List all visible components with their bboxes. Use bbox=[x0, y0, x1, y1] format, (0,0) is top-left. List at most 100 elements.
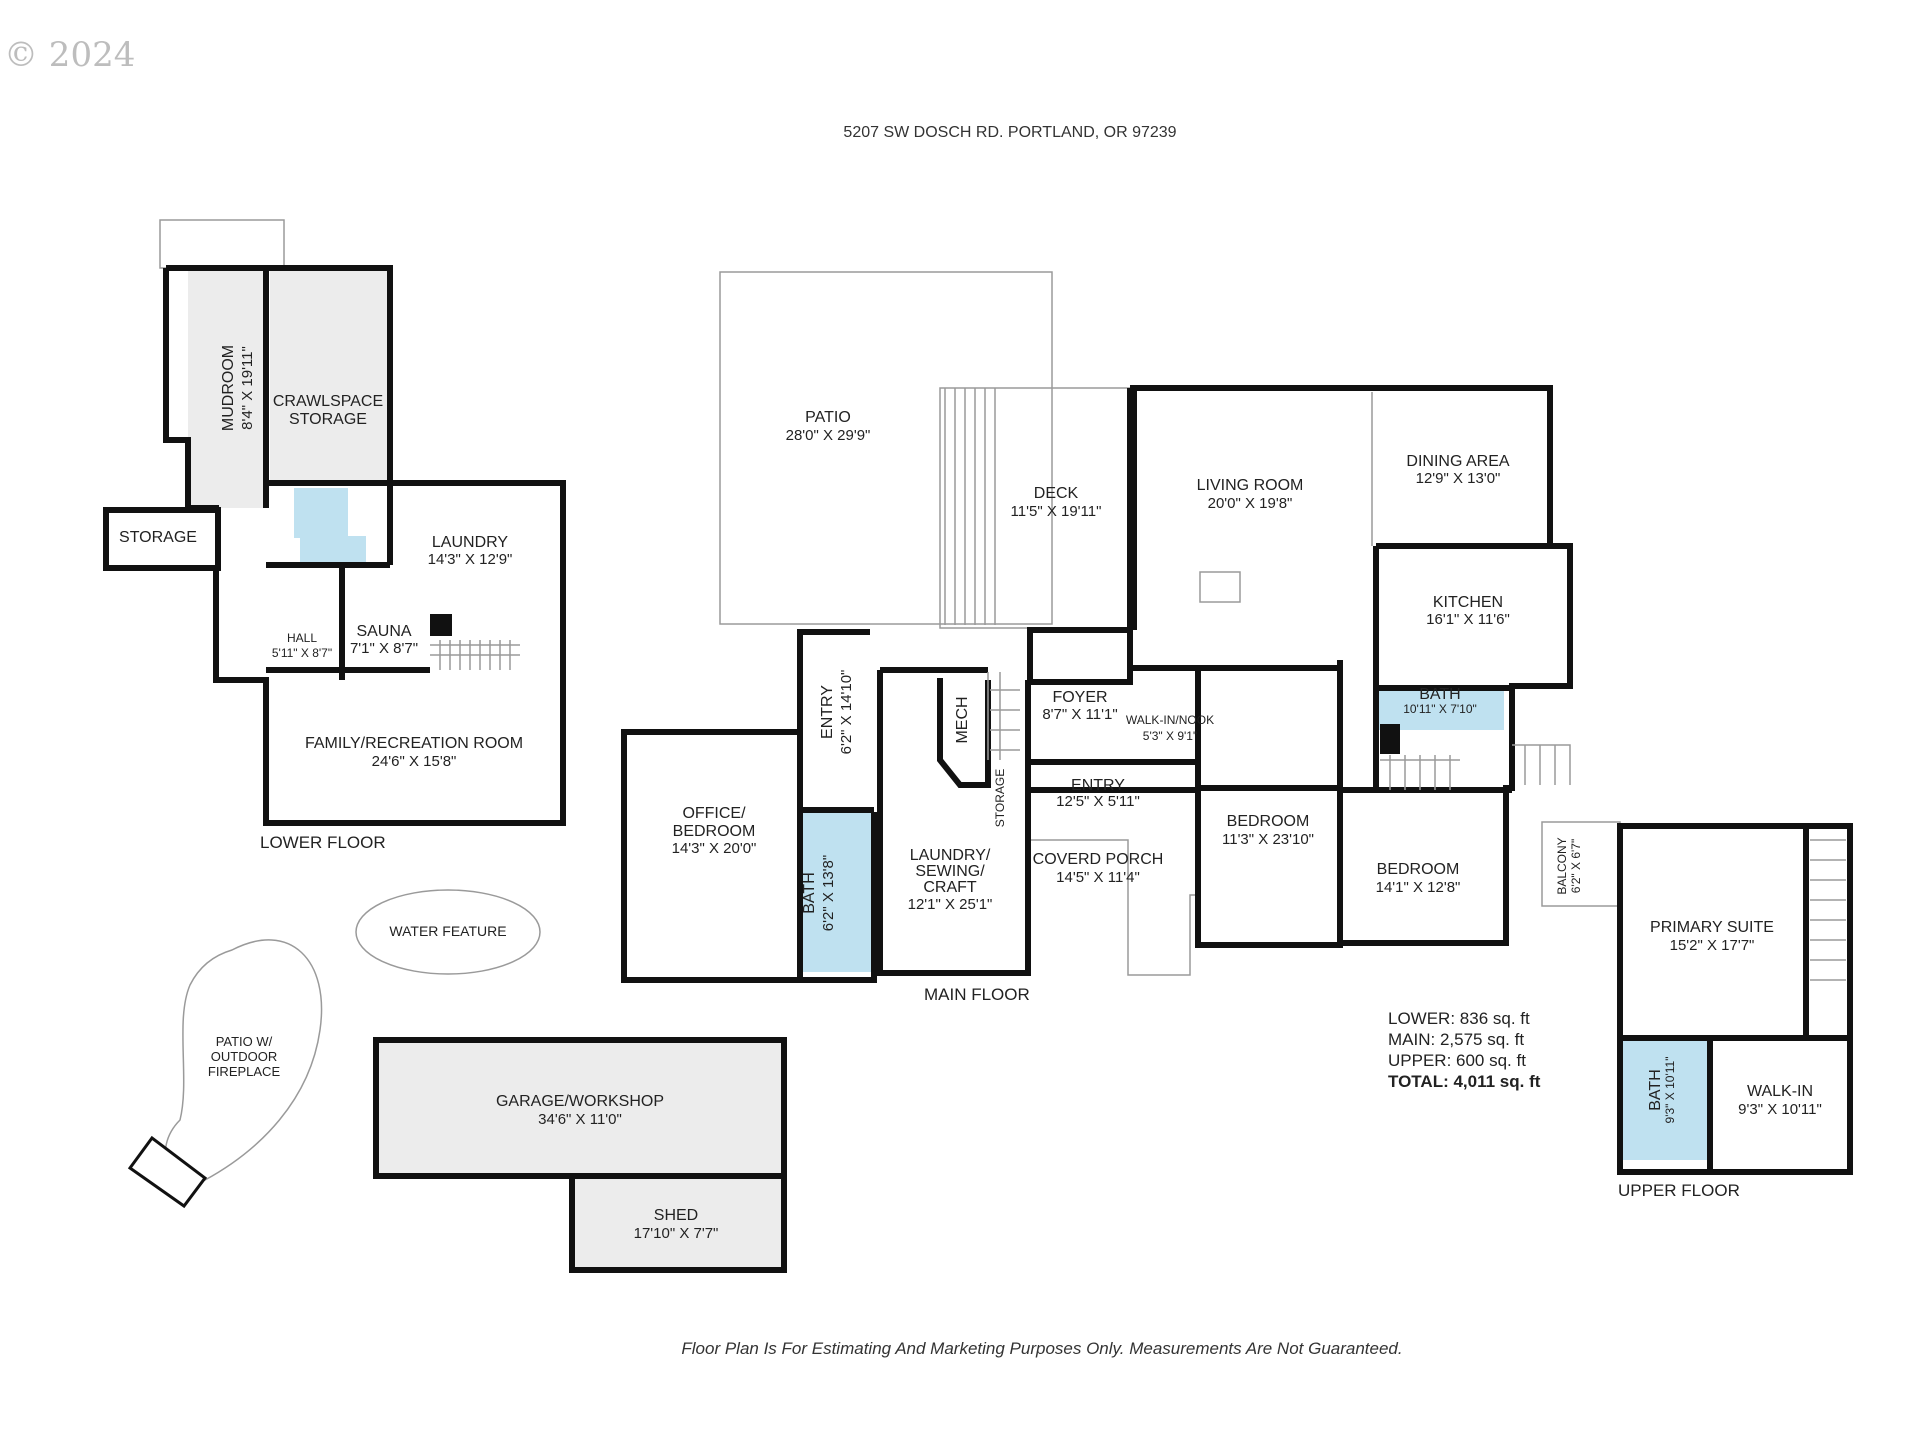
upper-floor-label: UPPER FLOOR bbox=[1618, 1181, 1740, 1200]
area-upper: UPPER: 600 sq. ft bbox=[1388, 1051, 1526, 1070]
small-entry-name: ENTRY bbox=[1071, 777, 1125, 794]
main-bath-left-dim: 6'2" X 13'8" bbox=[820, 855, 837, 931]
upper-bath-name: BATH bbox=[1647, 1069, 1664, 1110]
lower-storage-box bbox=[103, 507, 221, 571]
upper-stairs bbox=[1810, 839, 1846, 981]
main-storage-name: STORAGE bbox=[993, 769, 1007, 827]
balcony-name: BALCONY bbox=[1555, 837, 1569, 894]
mech-name: MECH bbox=[954, 696, 971, 743]
mudroom-name: MUDROOM bbox=[220, 345, 237, 431]
lower-floor-label: LOWER FLOOR bbox=[260, 833, 386, 852]
walkin-nook-name: WALK-IN/NOOK bbox=[1126, 713, 1214, 727]
main-stairs-2 bbox=[1380, 755, 1460, 790]
copyright-watermark: © 2024 bbox=[4, 35, 135, 75]
dining-area-dim: 12'9" X 13'0" bbox=[1416, 470, 1501, 487]
kitchen-dim: 16'1" X 11'6" bbox=[1426, 611, 1510, 628]
main-entry-name: ENTRY bbox=[819, 685, 836, 739]
porch-outline bbox=[1028, 839, 1200, 976]
office-dim: 14'3" X 20'0" bbox=[672, 840, 757, 857]
garage-dim: 34'6" X 11'0" bbox=[538, 1111, 622, 1128]
disclaimer: Floor Plan Is For Estimating And Marketi… bbox=[681, 1339, 1402, 1358]
fire-patio-name: PATIO W/ bbox=[216, 1034, 273, 1049]
main-laundry-name-2: SEWING/ bbox=[915, 863, 985, 880]
lower-laundry-name: LAUNDRY bbox=[432, 534, 509, 551]
rear-steps bbox=[1512, 744, 1571, 785]
bedroom-2-name: BEDROOM bbox=[1377, 861, 1460, 878]
upper-walkin-dim: 9'3" X 10'11" bbox=[1738, 1101, 1822, 1118]
deck-dim: 11'5" X 19'11" bbox=[1011, 503, 1102, 520]
mudroom-fill bbox=[188, 268, 266, 508]
patio-outline bbox=[719, 271, 1053, 625]
main-entry-dim: 6'2" X 14'10" bbox=[838, 670, 855, 755]
shed-outline bbox=[569, 1173, 787, 1273]
deck-rear-wall bbox=[1027, 388, 1133, 685]
bedroom-1-name: BEDROOM bbox=[1227, 813, 1310, 830]
fire-patio-name-2: OUTDOOR bbox=[211, 1049, 277, 1064]
crawlspace-name: CRAWLSPACE bbox=[273, 393, 383, 410]
lower-stairs bbox=[430, 640, 520, 670]
upper-floor: BALCONY 6'2" X 6'7" PRIMARY SUITE 15'2" … bbox=[1541, 821, 1853, 1200]
lower-stoop bbox=[159, 219, 285, 269]
living-room-name: LIVING ROOM bbox=[1197, 477, 1304, 494]
garage-name: GARAGE/WORKSHOP bbox=[496, 1093, 664, 1110]
pantry-box bbox=[1199, 571, 1241, 603]
area-lower: LOWER: 836 sq. ft bbox=[1388, 1009, 1530, 1028]
lower-floor: MUDROOM 8'4" X 19'11" CRAWLSPACE STORAGE… bbox=[103, 219, 566, 852]
walkin-nook-dim: 5'3" X 9'1" bbox=[1143, 729, 1197, 743]
fireplace-icon bbox=[127, 1135, 208, 1209]
primary-suite-name: PRIMARY SUITE bbox=[1650, 919, 1774, 936]
bedroom-2-dim: 14'1" X 12'8" bbox=[1376, 879, 1461, 896]
family-room-name: FAMILY/RECREATION ROOM bbox=[305, 735, 523, 752]
office-name-2: BEDROOM bbox=[673, 823, 756, 840]
water-feature-outline bbox=[355, 889, 541, 975]
hall-name: HALL bbox=[287, 631, 317, 645]
main-laundry-dim: 12'1" X 25'1" bbox=[908, 896, 993, 913]
shed-dim: 17'10" X 7'7" bbox=[634, 1225, 719, 1242]
crawlspace-name-2: STORAGE bbox=[289, 411, 367, 428]
small-entry-dim: 12'5" X 5'11" bbox=[1056, 793, 1140, 810]
upper-bath-fill bbox=[1622, 1038, 1708, 1160]
deck-stairs bbox=[944, 388, 996, 625]
main-stairs bbox=[987, 672, 1020, 760]
main-outline bbox=[621, 385, 1573, 983]
main-bath-left-fill bbox=[802, 812, 874, 972]
sauna-dim: 7'1" X 8'7" bbox=[350, 640, 418, 657]
main-floor: PATIO 28'0" X 29'9" DECK 11'5" X 19'11" … bbox=[621, 271, 1573, 1004]
dining-area-name: DINING AREA bbox=[1406, 453, 1509, 470]
lower-bath-fill-2 bbox=[300, 536, 366, 562]
lower-laundry-dim: 14'3" X 12'9" bbox=[428, 551, 513, 568]
upper-outline bbox=[1617, 823, 1853, 1175]
primary-suite-dim: 15'2" X 17'7" bbox=[1670, 937, 1755, 954]
living-room-dim: 20'0" X 19'8" bbox=[1208, 495, 1293, 512]
shed-name: SHED bbox=[654, 1207, 698, 1224]
bedroom-1-dim: 11'3" X 23'10" bbox=[1222, 831, 1314, 848]
main-bath-left-name: BATH bbox=[801, 872, 818, 913]
crawlspace-fill bbox=[270, 268, 390, 483]
fire-patio-name-3: FIREPLACE bbox=[208, 1064, 281, 1079]
main-laundry-name: LAUNDRY/ bbox=[910, 847, 991, 864]
garage-fill bbox=[376, 1040, 784, 1176]
lower-storage-name: STORAGE bbox=[119, 529, 197, 546]
foyer-name: FOYER bbox=[1052, 689, 1107, 706]
main-bath-top-dim: 10'11" X 7'10" bbox=[1403, 702, 1477, 716]
porch-dim: 14'5" X 11'4" bbox=[1056, 869, 1140, 886]
mudroom-dim: 8'4" X 19'11" bbox=[239, 346, 256, 430]
hall-dim: 5'11" X 8'7" bbox=[272, 646, 332, 660]
outdoor: WATER FEATURE PATIO W/ OUTDOOR FIREPLACE… bbox=[127, 889, 787, 1273]
deck-name: DECK bbox=[1034, 485, 1079, 502]
main-floor-label: MAIN FLOOR bbox=[924, 985, 1030, 1004]
area-main: MAIN: 2,575 sq. ft bbox=[1388, 1030, 1524, 1049]
foyer-dim: 8'7" X 11'1" bbox=[1042, 706, 1117, 723]
lower-bath-fill bbox=[294, 488, 348, 538]
main-bath-top-fill bbox=[1378, 688, 1504, 730]
shed-fill bbox=[572, 1176, 784, 1270]
patio-dim: 28'0" X 29'9" bbox=[786, 427, 871, 444]
kitchen-name: KITCHEN bbox=[1433, 594, 1503, 611]
lower-column bbox=[430, 614, 452, 636]
property-address: 5207 SW DOSCH RD. PORTLAND, OR 97239 bbox=[843, 124, 1176, 141]
balcony-dim: 6'2" X 6'7" bbox=[1569, 839, 1583, 893]
family-room-dim: 24'6" X 15'8" bbox=[372, 753, 457, 770]
water-feature-name: WATER FEATURE bbox=[389, 923, 506, 939]
area-summary: LOWER: 836 sq. ft MAIN: 2,575 sq. ft UPP… bbox=[1388, 1009, 1541, 1091]
